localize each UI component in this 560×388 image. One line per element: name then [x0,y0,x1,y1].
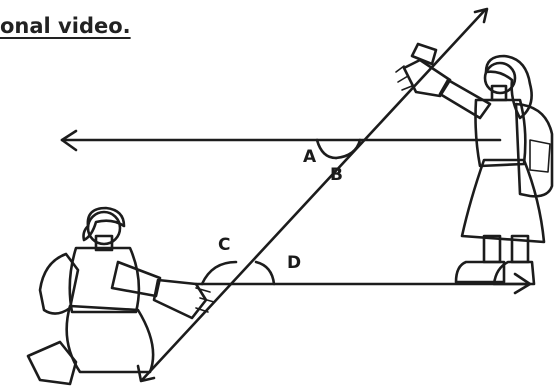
angle-label-c: C [218,235,230,255]
transversal-line [136,7,489,383]
kneeling-girl-illustration [26,206,215,386]
angle-label-d: D [287,253,301,273]
bottom-parallel-line [194,272,532,295]
angle-arc-a [315,138,338,160]
top-parallel-line [60,129,502,152]
angle-arc-d [254,260,276,286]
page-heading: onal video. [0,14,131,38]
angle-arc-b [334,138,362,160]
angle-arc-c [200,260,238,286]
standing-girl-illustration [395,42,554,286]
angle-label-b: B [330,165,343,185]
angle-label-a: A [303,147,317,167]
